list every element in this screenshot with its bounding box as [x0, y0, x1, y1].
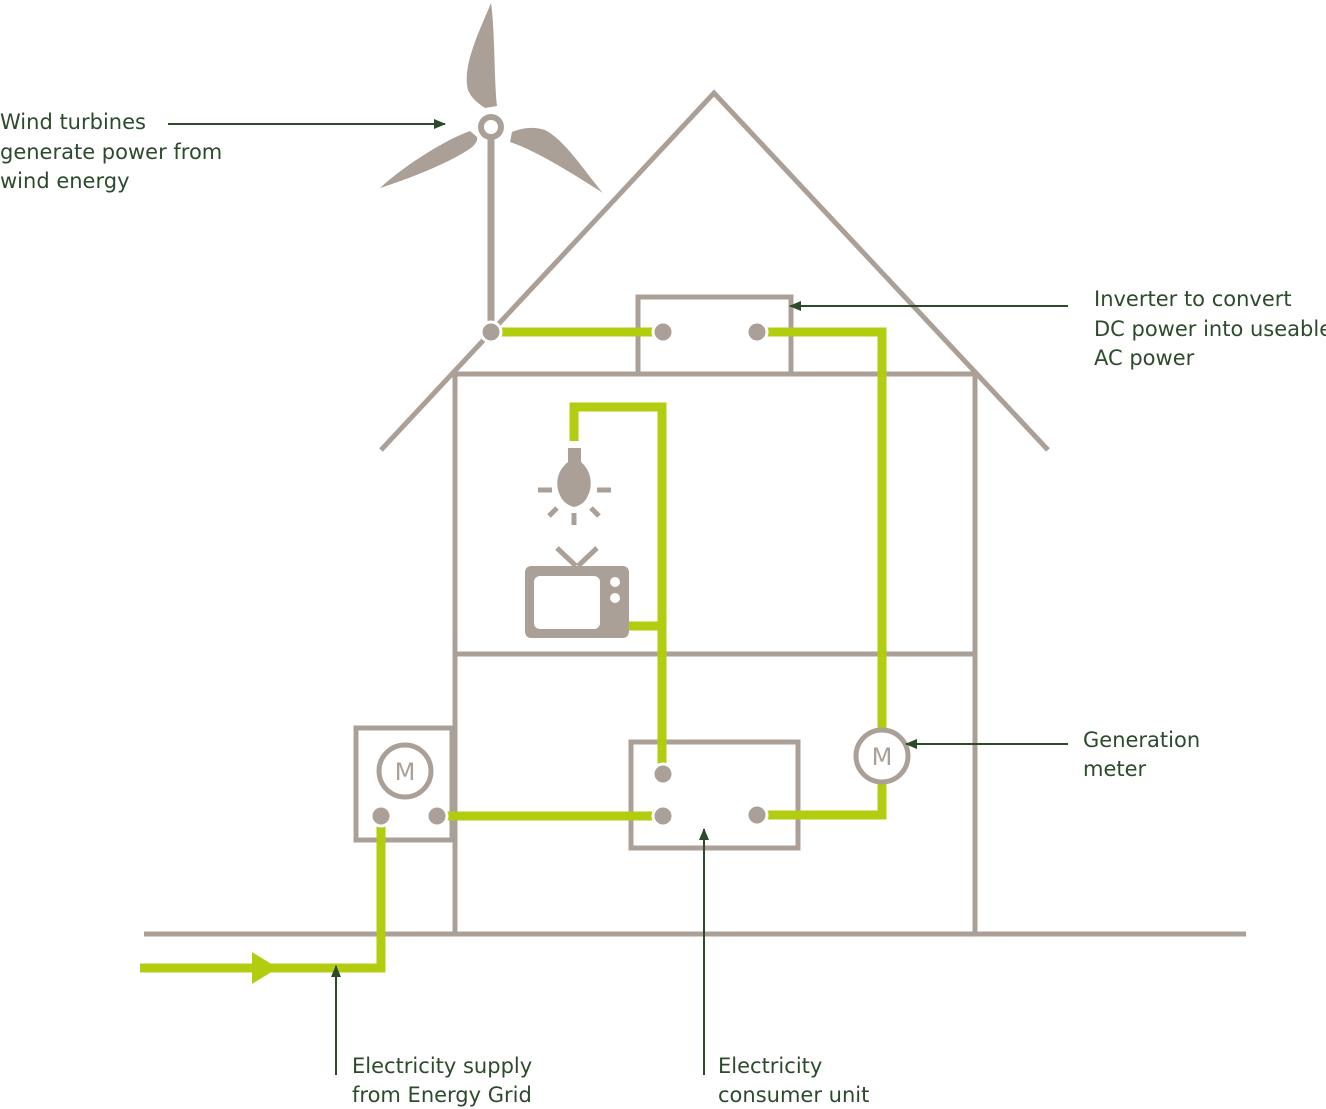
television-icon	[525, 546, 629, 638]
consumer-unit-box	[628, 739, 801, 851]
svg-text:M: M	[395, 758, 416, 786]
wind-turbine-label: Wind turbines generate power from wind e…	[0, 110, 229, 193]
grid-supply-label: Electricity supply from Energy Grid	[352, 1054, 539, 1107]
supply-meter-icon: M	[376, 742, 434, 800]
generation-meter-label: Generation meter	[1083, 728, 1207, 781]
wind-turbine-icon	[380, 3, 603, 332]
terminals	[369, 320, 769, 828]
svg-text:M: M	[872, 743, 893, 771]
supply-meter-box	[353, 725, 455, 843]
label-pointers	[168, 119, 1068, 1075]
consumer-unit-label: Electricity consumer unit	[718, 1054, 869, 1107]
house-icon	[379, 89, 1050, 937]
inverter-label: Inverter to convert DC power into useabl…	[1094, 287, 1326, 370]
light-bulb-icon	[538, 448, 611, 525]
generation-meter-icon: M	[853, 727, 911, 785]
wiring	[140, 327, 887, 984]
